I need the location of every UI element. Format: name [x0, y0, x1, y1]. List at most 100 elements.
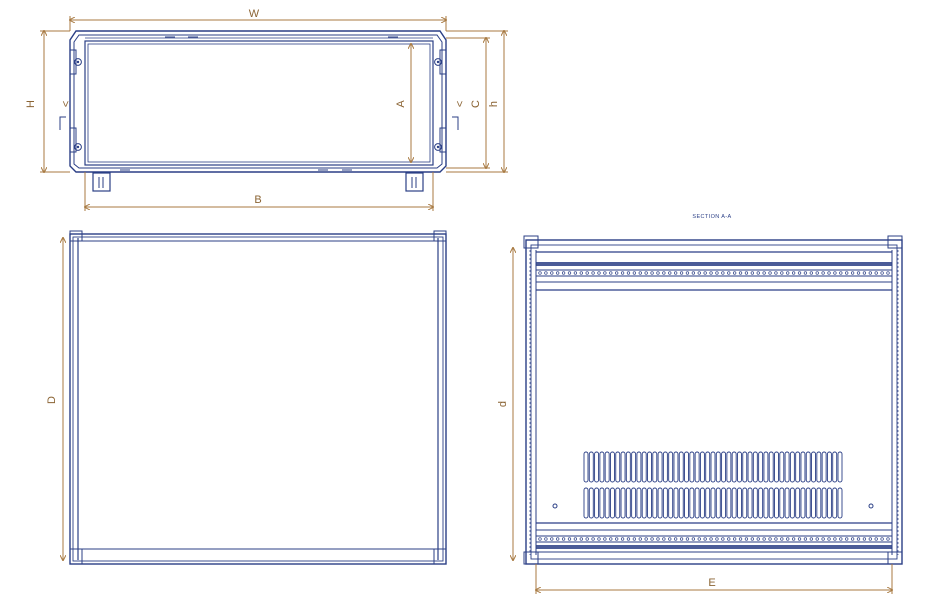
- vent-slot: [726, 487, 732, 519]
- section-view: [523, 235, 903, 565]
- rail-hole: [674, 271, 678, 275]
- vent-slot: [758, 451, 764, 483]
- rail-hole: [803, 537, 808, 541]
- rail-hole: [744, 271, 749, 275]
- vent-slot: [689, 487, 695, 519]
- vent-slot: [705, 487, 711, 519]
- rail-hole: [691, 271, 696, 275]
- rail-hole: [727, 537, 731, 541]
- vent-slot: [604, 451, 610, 483]
- vent-slot: [631, 451, 637, 483]
- rail-hole: [603, 271, 607, 275]
- rail-hole: [632, 271, 637, 275]
- rail-hole: [650, 537, 654, 541]
- rail-hole: [750, 537, 754, 541]
- vent-slot: [710, 451, 716, 483]
- vent-slot: [678, 451, 684, 483]
- rail-hole: [644, 271, 648, 275]
- rail-hole: [862, 537, 867, 541]
- rail-hole: [732, 537, 737, 541]
- vent-slot: [705, 451, 711, 483]
- vent-slot: [678, 487, 684, 519]
- vent-slot: [594, 487, 600, 519]
- rail-hole: [679, 271, 684, 275]
- rail-hole: [750, 271, 754, 275]
- dim-label-d-outer: D: [46, 396, 58, 404]
- rail-hole: [803, 271, 808, 275]
- rail-hole: [638, 537, 642, 541]
- rail-hole: [762, 537, 766, 541]
- vent-slot: [652, 451, 658, 483]
- vent-slot: [710, 487, 716, 519]
- rail-hole: [585, 537, 589, 541]
- rail-hole: [697, 271, 701, 275]
- rail-hole: [674, 537, 678, 541]
- rail-hole: [868, 271, 872, 275]
- vent-slot: [774, 451, 779, 483]
- rail-hole: [620, 537, 625, 541]
- rail-hole: [644, 537, 648, 541]
- vent-slot: [610, 451, 615, 483]
- vent-slot: [583, 451, 589, 483]
- vent-slot: [715, 487, 721, 519]
- rail-hole: [632, 537, 637, 541]
- vent-slot: [662, 451, 668, 483]
- rail-hole: [839, 271, 843, 275]
- rail-hole: [620, 271, 625, 275]
- vent-slot: [758, 487, 764, 519]
- rail-hole: [886, 537, 890, 541]
- vent-slot: [699, 487, 705, 519]
- rail-hole: [638, 271, 642, 275]
- rail-hole: [821, 271, 825, 275]
- screw-icon: [74, 58, 442, 151]
- rail-hole: [780, 537, 784, 541]
- vent-slot: [673, 451, 679, 483]
- vent-slot: [583, 487, 589, 519]
- vent-slot: [625, 451, 631, 483]
- vent-slot: [784, 451, 790, 483]
- vent-slot: [789, 487, 795, 519]
- vent-slot: [662, 487, 668, 519]
- rail-hole: [768, 537, 772, 541]
- rail-hole: [738, 271, 743, 275]
- rail-hole: [815, 537, 819, 541]
- rail-hole: [797, 271, 802, 275]
- rail-hole: [756, 271, 760, 275]
- front-dimensions: [40, 16, 508, 211]
- rail-hole: [833, 271, 837, 275]
- rail-hole: [703, 537, 707, 541]
- vent-slot: [615, 487, 621, 519]
- vent-slot: [826, 487, 832, 519]
- vent-slot: [737, 487, 742, 519]
- vent-slot: [726, 451, 732, 483]
- vent-slot: [694, 487, 700, 519]
- rail-hole: [727, 271, 731, 275]
- vent-slot: [779, 451, 785, 483]
- vent-slot: [694, 451, 700, 483]
- rail-hole: [780, 271, 784, 275]
- section-arrow-left: >: [59, 101, 71, 107]
- vent-slot: [647, 487, 652, 519]
- rail-hole: [679, 537, 684, 541]
- rail-hole: [715, 537, 719, 541]
- vent-slot: [615, 451, 621, 483]
- vent-slot: [668, 487, 674, 519]
- vent-slot: [837, 451, 843, 483]
- vent-slot: [721, 451, 727, 483]
- rail-hole: [668, 271, 672, 275]
- rail-hole: [709, 537, 713, 541]
- section-title: SECTION A-A: [692, 214, 731, 220]
- rail-hole: [556, 271, 560, 275]
- rail-hole: [591, 271, 595, 275]
- dim-label-c: C: [470, 100, 482, 108]
- dim-label-w: W: [249, 8, 260, 20]
- vent-slot: [599, 487, 605, 519]
- rail-hole: [591, 537, 595, 541]
- rail-hole: [786, 537, 790, 541]
- rail-hole: [691, 537, 696, 541]
- rail-hole: [550, 271, 554, 275]
- rail-hole: [774, 537, 778, 541]
- vent-slot: [832, 451, 838, 483]
- vent-slot: [737, 451, 742, 483]
- rail-hole: [839, 537, 843, 541]
